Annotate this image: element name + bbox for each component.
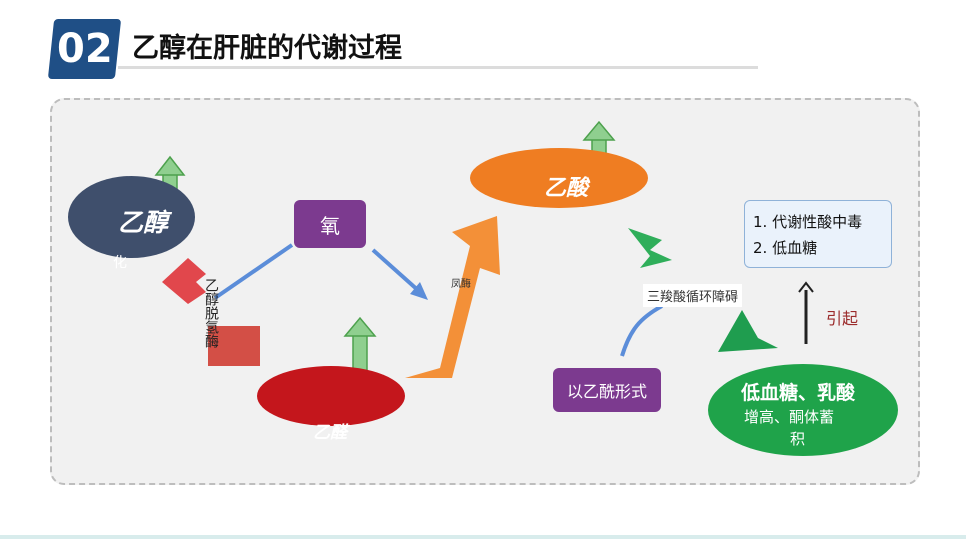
green-up-arrowhead-3: [582, 120, 616, 141]
connector-acetyl-tca: [620, 304, 663, 357]
acetyl-form-label: 以乙酰形式: [566, 382, 647, 401]
result-label-line3: 积: [790, 430, 806, 448]
arrowhead-oxygen-acetaldehyde: [410, 282, 428, 300]
cause-arrowhead: [798, 281, 814, 293]
red-square-block: [208, 326, 260, 366]
outcome-box: 1. 代谢性酸中毒 2. 低血糖: [744, 200, 892, 268]
cause-label: 引起: [826, 309, 859, 328]
green-chevron-bottom: [718, 310, 778, 352]
green-up-arrowhead-2: [343, 316, 377, 337]
tca-block-label: 三羧酸循环障碍: [643, 284, 743, 307]
oxygen-label: 氧: [320, 213, 340, 238]
enzyme-adh-label: 乙醇脱氢酶: [203, 278, 219, 348]
green-up-arrowhead-1: [154, 155, 186, 176]
outcome-item-1: 1. 代谢性酸中毒: [753, 213, 863, 231]
outcome-item-2: 2. 低血糖: [753, 239, 818, 257]
result-node: [708, 364, 898, 456]
acetic-acid-node: [470, 148, 648, 208]
connector-oxygen-acetaldehyde: [371, 248, 422, 294]
connector-ethanol-oxygen: [213, 243, 294, 300]
acetaldehyde-label: 乙醛: [313, 423, 347, 443]
oxygen-box: 氧: [294, 200, 366, 248]
result-label-line2: 增高、酮体蓄: [744, 408, 835, 426]
ethanol-sub-label: 化: [113, 255, 127, 271]
orange-arrow-to-acetic-acid: [405, 216, 500, 378]
aldh-fragment-label: 凤酶: [451, 279, 471, 290]
title-divider: [118, 66, 758, 69]
red-chevron-arrow: [162, 258, 206, 304]
page-title: 乙醇在肝脏的代谢过程: [132, 33, 402, 64]
acetic-acid-label: 乙酸: [544, 176, 589, 201]
acetaldehyde-node: [257, 366, 405, 426]
result-label-line1: 低血糖、乳酸: [741, 382, 856, 404]
green-chevron-top: [628, 228, 672, 268]
footer-rule: [0, 535, 966, 539]
ethanol-label: 乙醇: [118, 208, 169, 237]
ethanol-node: [68, 176, 195, 258]
acetyl-form-box: 以乙酰形式: [553, 368, 661, 412]
